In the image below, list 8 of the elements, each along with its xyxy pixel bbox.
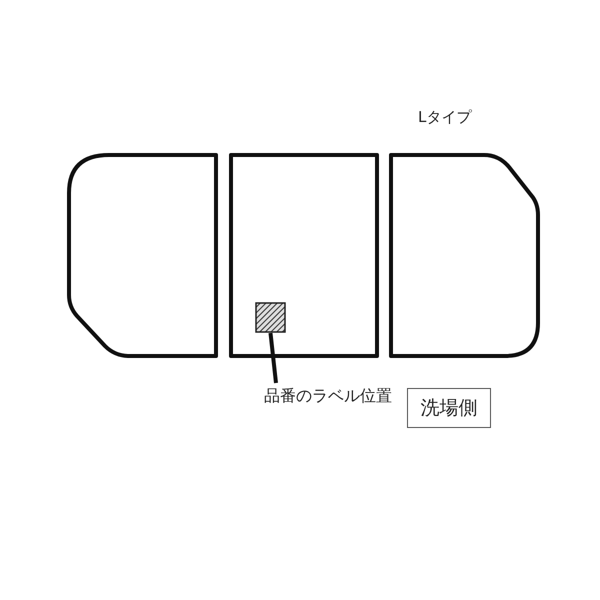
cover-panel (389, 153, 540, 358)
type-label: Lタイプ (418, 108, 472, 127)
cover-panel (229, 153, 379, 358)
label-position-marker (255, 302, 286, 333)
callout-text: 品番のラベル位置 (258, 384, 398, 408)
side-label: 洗場側 (407, 388, 491, 428)
cover-panel (67, 153, 218, 358)
leader-line (268, 332, 278, 384)
